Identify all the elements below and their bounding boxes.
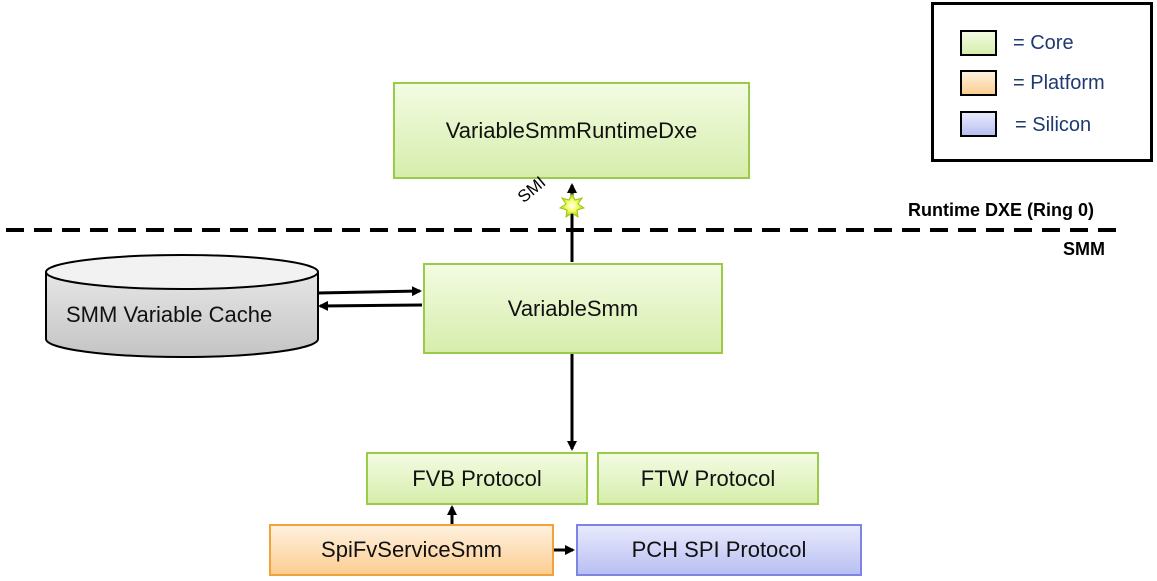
- legend-core-swatch: [960, 30, 997, 56]
- legend-platform-swatch: [960, 70, 997, 96]
- legend-silicon-swatch: [960, 111, 997, 137]
- legend-core-label: = Core: [1013, 32, 1074, 54]
- legend: = Core = Platform = Silicon: [931, 2, 1153, 162]
- cache-cylinder: [45, 254, 319, 358]
- cache-label: SMM Variable Cache: [66, 302, 273, 327]
- runtime-dxe-ring-label: Runtime DXE (Ring 0): [908, 200, 1095, 220]
- spi-fv-service-node: SpiFvServiceSmm: [269, 524, 554, 576]
- smm-region-label: SMM: [1063, 239, 1105, 259]
- legend-platform-label: = Platform: [1013, 72, 1105, 94]
- cache-to-smm-edge: [318, 300, 423, 311]
- legend-silicon-label: = Silicon: [1015, 114, 1092, 136]
- runtime-dxe-label: VariableSmmRuntimeDxe: [445, 117, 698, 143]
- fvb-protocol-node: FVB Protocol: [366, 452, 588, 505]
- pch-spi-protocol-node: PCH SPI Protocol: [576, 524, 862, 576]
- fvb-protocol-label: FVB Protocol: [412, 465, 542, 491]
- pch-spi-protocol-label: PCH SPI Protocol: [631, 537, 807, 562]
- ftw-protocol-node: FTW Protocol: [597, 452, 819, 505]
- ftw-protocol-label: FTW Protocol: [640, 465, 776, 491]
- spi-fv-service-label: SpiFvServiceSmm: [321, 537, 502, 562]
- variable-smm-node: VariableSmm: [423, 263, 723, 354]
- smm-to-cache-edge: [317, 286, 422, 297]
- runtime-dxe-node: VariableSmmRuntimeDxe: [393, 82, 750, 179]
- smi-burst-icon: [558, 192, 586, 219]
- variable-smm-label: VariableSmm: [507, 295, 639, 321]
